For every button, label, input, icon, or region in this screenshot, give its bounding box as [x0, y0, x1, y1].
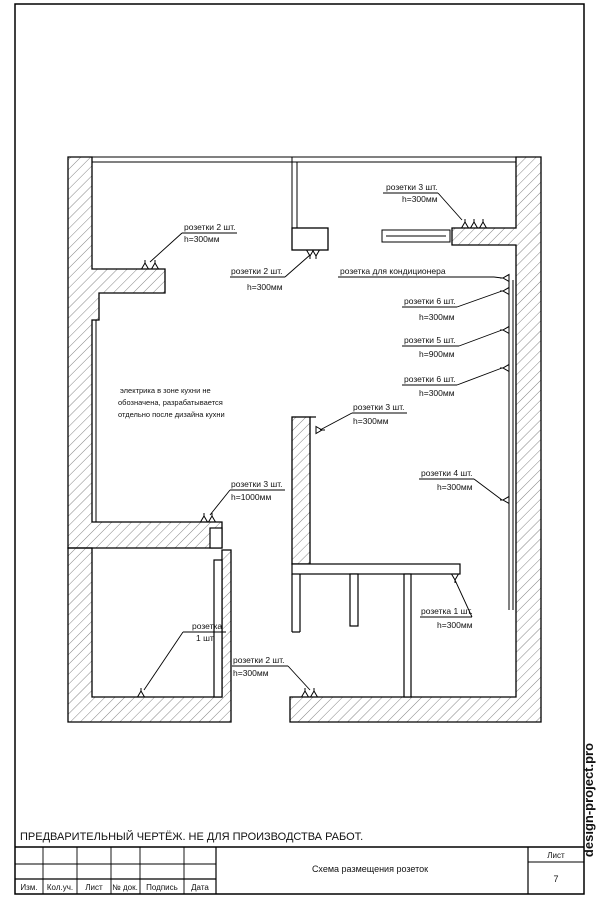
label-l3-a: розетки 2 шт.	[231, 266, 283, 276]
kitchen-note-line-2: обозначена, разрабатывается	[118, 398, 223, 407]
title-block-headers: Изм. Кол.уч. Лист № док. Подпись Дата	[20, 883, 209, 892]
label-l7-a: розетки 6 шт.	[404, 374, 456, 384]
wall-stubs	[209, 527, 223, 698]
label-l6-a: розетки 5 шт.	[404, 335, 456, 345]
header-doc-no: № док.	[112, 883, 138, 892]
label-l8-a: розетки 3 шт.	[353, 402, 405, 412]
wall-bottom-right	[289, 156, 542, 723]
sheet-label: Лист	[547, 851, 565, 860]
header-list: Лист	[85, 883, 103, 892]
column-hatched	[291, 416, 311, 565]
kitchen-note-line-1: электрика в зоне кухни не	[120, 386, 211, 395]
window-top	[92, 156, 516, 228]
partition-structure	[291, 416, 461, 698]
label-l11-a: розетка 1 шт.	[421, 606, 473, 616]
header-signature: Подпись	[146, 883, 178, 892]
wall-left-upper	[67, 156, 223, 549]
label-l1-b: h=300мм	[402, 194, 438, 204]
label-l7-b: h=300мм	[419, 388, 455, 398]
label-l1-a: розетки 3 шт.	[386, 182, 438, 192]
label-l12-b: 1 шт.	[196, 633, 215, 643]
right-thin-wall	[508, 280, 514, 610]
sheet-frame	[14, 3, 585, 895]
label-l4: розетка для кондиционера	[340, 266, 446, 276]
disclaimer-text: ПРЕДВАРИТЕЛЬНЫЙ ЧЕРТЁЖ. НЕ ДЛЯ ПРОИЗВОДС…	[20, 830, 363, 843]
leader-lines	[143, 192, 503, 691]
kitchen-note: электрика в зоне кухни не обозначена, ра…	[118, 386, 225, 419]
header-date: Дата	[191, 883, 209, 892]
ac-unit	[381, 229, 451, 243]
label-l9-a: розетки 4 шт.	[421, 468, 473, 478]
socket-labels: розетки 3 шт. h=300мм розетки 2 шт. h=30…	[184, 182, 473, 678]
label-l2-b: h=300мм	[184, 234, 220, 244]
label-l13-b: h=300мм	[233, 668, 269, 678]
header-izm: Изм.	[20, 883, 37, 892]
wall-left-lower	[67, 547, 232, 723]
label-l12-a: розетка	[192, 621, 222, 631]
label-l13-a: розетки 2 шт.	[233, 655, 285, 665]
walls	[67, 156, 542, 723]
label-l6-b: h=900мм	[419, 349, 455, 359]
riser-box	[291, 227, 329, 251]
label-l9-b: h=300мм	[437, 482, 473, 492]
kitchen-note-line-3: отдельно после дизайна кухни	[118, 410, 225, 419]
label-l3-b: h=300мм	[247, 282, 283, 292]
label-l10-a: розетки 3 шт.	[231, 479, 283, 489]
header-kol-uch: Кол.уч.	[47, 883, 73, 892]
label-l8-b: h=300мм	[353, 416, 389, 426]
drawing-title: Схема размещения розеток	[312, 864, 428, 874]
label-l5-a: розетки 6 шт.	[404, 296, 456, 306]
label-l10-b: h=1000мм	[231, 492, 271, 502]
title-block	[15, 846, 584, 894]
label-l2-a: розетки 2 шт.	[184, 222, 236, 232]
label-l11-b: h=300мм	[437, 620, 473, 630]
label-l5-b: h=300мм	[419, 312, 455, 322]
sheet-number: 7	[553, 874, 558, 884]
watermark: design-project.pro	[581, 743, 596, 857]
